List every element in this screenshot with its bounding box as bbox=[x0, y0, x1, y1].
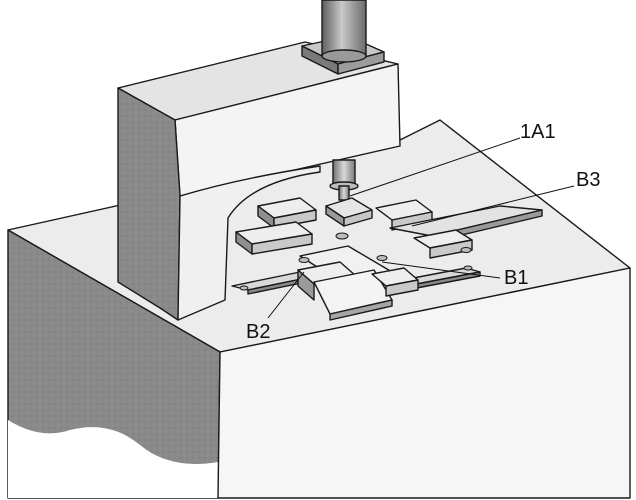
leader-lines bbox=[267, 137, 575, 319]
label-b3: B3 bbox=[576, 169, 600, 191]
piston bbox=[301, 0, 385, 75]
frame-throat bbox=[177, 165, 321, 321]
frame-front-face bbox=[117, 87, 181, 321]
piston-mount-front bbox=[337, 51, 385, 75]
piston-rod bbox=[321, 0, 367, 57]
leader-b2 bbox=[267, 271, 305, 319]
labels: 1A1 B3 B1 B2 bbox=[246, 121, 600, 343]
base-rear-edge bbox=[439, 119, 631, 269]
label-b2: B2 bbox=[246, 321, 270, 343]
die-assembly bbox=[231, 197, 543, 321]
base-front-face bbox=[217, 267, 631, 499]
punch bbox=[329, 159, 359, 201]
leader-1a1 bbox=[349, 137, 521, 197]
base-cut-edge bbox=[8, 420, 218, 498]
leader-b1 bbox=[381, 261, 501, 279]
leader-b3 bbox=[411, 185, 575, 227]
base-block bbox=[7, 119, 631, 499]
label-1a1: 1A1 bbox=[520, 121, 556, 143]
label-b1: B1 bbox=[504, 267, 528, 289]
press-frame bbox=[117, 41, 401, 321]
